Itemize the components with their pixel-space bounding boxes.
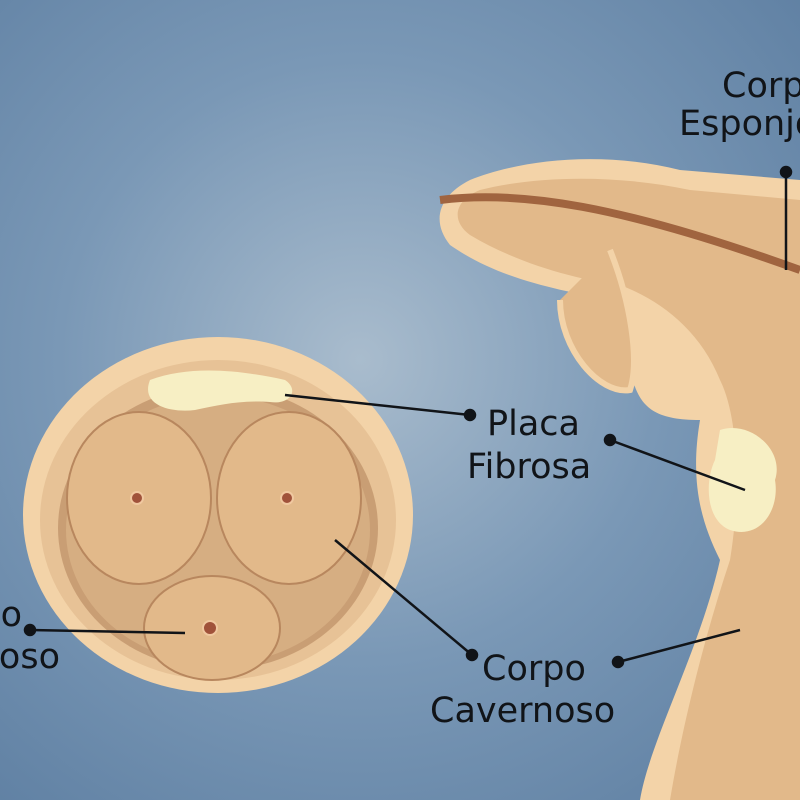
label-plaque-line1: Placa xyxy=(487,404,580,444)
label-cavernosum-line1: Corpo xyxy=(482,649,586,689)
label-cavernosum-line2: Cavernoso xyxy=(430,691,615,731)
leader-lines xyxy=(23,165,793,669)
label-spongiosum-left-line1: Corpo xyxy=(0,595,22,635)
label-plaque-line2: Fibrosa xyxy=(467,447,591,487)
label-spongiosum-right-line1: Corpo xyxy=(722,66,800,106)
penis-side-view xyxy=(439,159,800,800)
plaque-side xyxy=(708,428,777,532)
cross-section xyxy=(23,337,413,693)
plaque-cross xyxy=(148,370,293,411)
label-spongiosum-right-line2: Esponjoso xyxy=(679,104,800,144)
label-spongiosum-left-line2: Esponjoso xyxy=(0,637,60,677)
